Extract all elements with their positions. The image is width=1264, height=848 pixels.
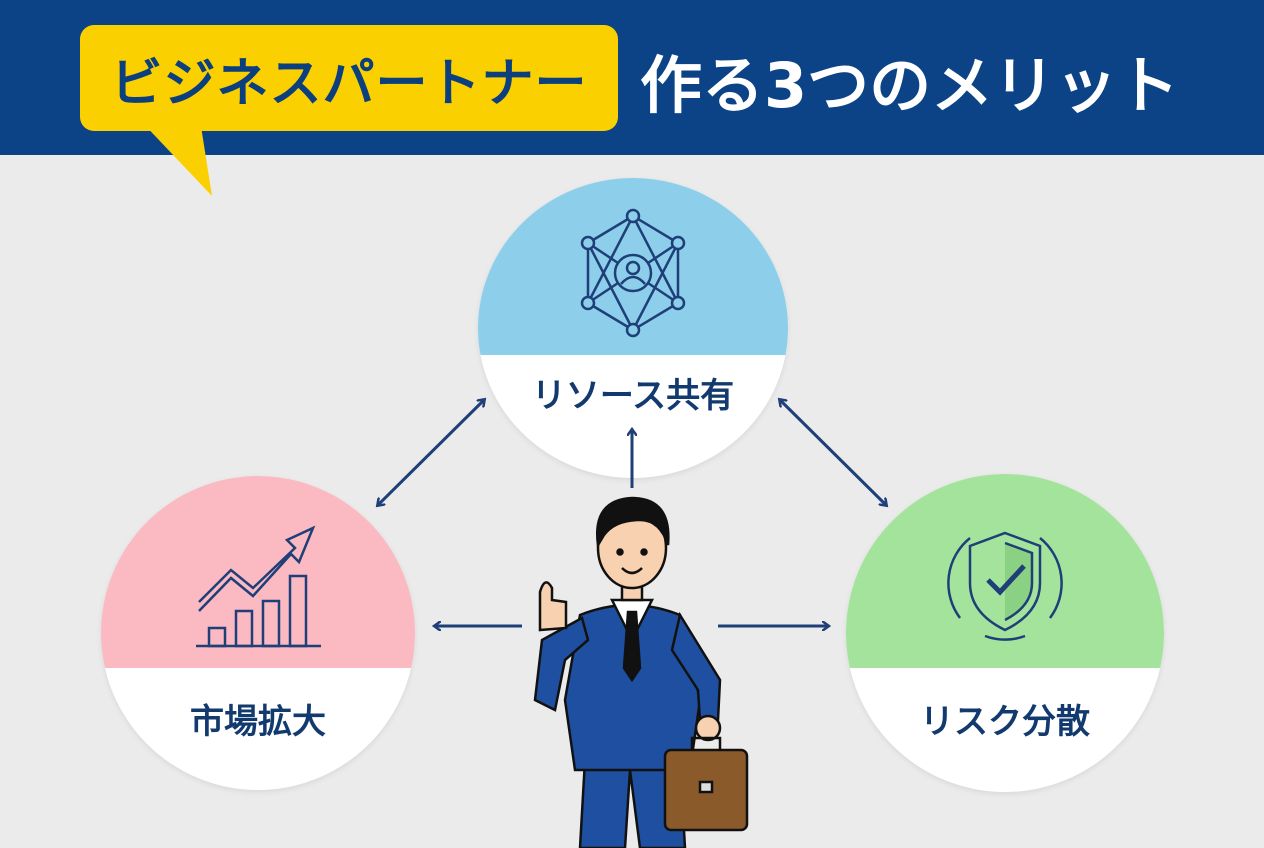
network-person-icon	[580, 208, 686, 338]
benefit-resource-sharing: リソース共有	[478, 178, 788, 478]
page-title: 作る3つのメリット	[640, 49, 1180, 122]
speech-bubble-tail	[140, 120, 212, 196]
shield-check-icon	[947, 531, 1063, 641]
benefit-market-expansion: 市場拡大	[101, 476, 415, 790]
growth-chart-icon	[196, 525, 321, 648]
highlight-text: ビジネスパートナー	[110, 53, 588, 114]
businessman-illustration	[533, 496, 749, 848]
benefit-risk-diversification: リスク分散	[846, 474, 1164, 792]
benefit-label: リスク分散	[920, 702, 1090, 742]
benefit-label: 市場拡大	[190, 702, 326, 742]
highlight-bubble: ビジネスパートナー	[80, 25, 618, 131]
arrow-top-left	[378, 400, 484, 505]
benefit-label: リソース共有	[531, 376, 735, 416]
arrow-top-right	[780, 400, 886, 505]
